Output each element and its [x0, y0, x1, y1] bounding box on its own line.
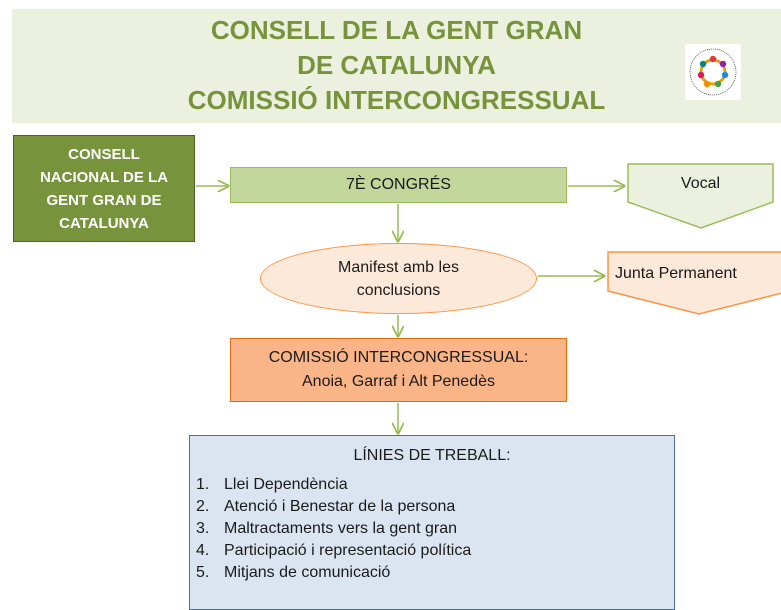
comissio-line-1: COMISSIÓ INTERCONGRESSUAL:: [268, 349, 529, 366]
linies-list: 1.Llei Dependència 2.Atenció i Benestar …: [196, 474, 471, 584]
vocal-label: Vocal: [680, 175, 721, 192]
vocal-shape: [627, 163, 774, 229]
comissio-line-2: Anoia, Garraf i Alt Penedès: [302, 373, 495, 390]
congres-node: 7È CONGRÉS: [230, 167, 567, 203]
title-line-3: COMISSIÓ INTERCONGRESSUAL: [187, 85, 606, 115]
logo-icon: [685, 44, 741, 100]
manifest-node: Manifest amb les conclusions: [260, 243, 537, 314]
junta-shape: [607, 251, 781, 315]
list-item: 5.Mitjans de comunicació: [196, 564, 391, 581]
congres-label: 7È CONGRÉS: [346, 176, 451, 193]
header-banner: CONSELL DE LA GENT GRAN DE CATALUNYA COM…: [12, 9, 781, 123]
manifest-line-1: Manifest amb les: [338, 258, 459, 276]
list-item: 1.Llei Dependència: [196, 476, 348, 493]
consell-nacional-node: CONSELL NACIONAL DE LA GENT GRAN DE CATA…: [13, 135, 195, 242]
linies-treball-node: LÍNIES DE TREBALL: 1.Llei Dependència 2.…: [189, 435, 675, 610]
list-item: 3.Maltractaments vers la gent gran: [196, 520, 457, 537]
consell-line-4: CATALUNYA: [59, 214, 149, 232]
junta-label: Junta Permanent: [615, 265, 737, 282]
title-line-2: DE CATALUNYA: [297, 50, 496, 80]
comissio-node: COMISSIÓ INTERCONGRESSUAL: Anoia, Garraf…: [230, 338, 567, 402]
list-item: 2.Atenció i Benestar de la persona: [196, 498, 456, 515]
title-line-1: CONSELL DE LA GENT GRAN: [210, 15, 583, 45]
list-item: 4.Participació i representació política: [196, 542, 472, 559]
consell-line-1: CONSELL: [68, 145, 140, 163]
linies-title: LÍNIES DE TREBALL:: [353, 447, 511, 464]
consell-line-2: NACIONAL DE LA: [39, 168, 169, 186]
consell-line-3: GENT GRAN DE: [46, 191, 162, 209]
manifest-line-2: conclusions: [356, 281, 441, 299]
page-title: CONSELL DE LA GENT GRAN DE CATALUNYA COM…: [12, 13, 781, 118]
